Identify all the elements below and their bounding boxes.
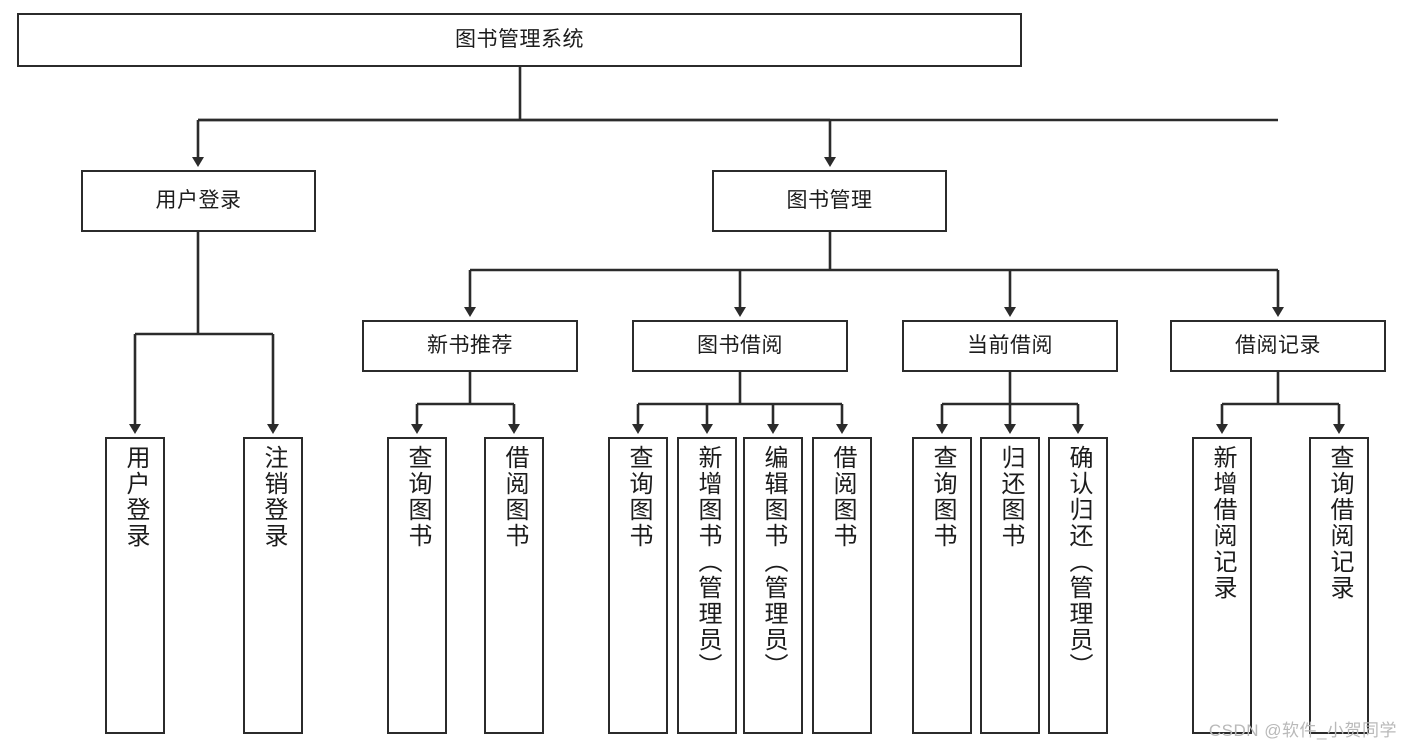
leaf-query-books-borrow[interactable]: 查询图书 (608, 437, 668, 734)
csdn-watermark: CSDN @软件_小贺同学 (1208, 721, 1397, 740)
node-label: 新书推荐 (427, 333, 513, 357)
leaf-return-books[interactable]: 归还图书 (980, 437, 1040, 734)
leaf-add-borrow-record[interactable]: 新增借阅记录 (1192, 437, 1252, 734)
leaf-query-borrow-record[interactable]: 查询借阅记录 (1309, 437, 1369, 734)
node-label: 借阅图书 (829, 445, 856, 549)
node-new-book-recommend[interactable]: 新书推荐 (362, 320, 578, 372)
leaf-user-login[interactable]: 用户登录 (105, 437, 165, 734)
node-label: 编辑图书（管理员） (760, 445, 787, 679)
node-current-borrow[interactable]: 当前借阅 (902, 320, 1118, 372)
node-label: 确认归还（管理员） (1065, 445, 1092, 679)
node-label: 图书管理 (786, 188, 873, 212)
leaf-borrow-books[interactable]: 借阅图书 (812, 437, 872, 734)
node-label: 借阅记录 (1235, 333, 1321, 357)
node-label: 用户登录 (122, 445, 149, 549)
node-label: 用户登录 (155, 188, 242, 212)
node-label: 新增图书（管理员） (694, 445, 721, 679)
node-label: 新增借阅记录 (1209, 445, 1236, 601)
node-label: 查询图书 (625, 445, 652, 549)
node-user-login[interactable]: 用户登录 (81, 170, 316, 232)
node-label: 查询借阅记录 (1326, 445, 1353, 601)
leaf-add-book-admin[interactable]: 新增图书（管理员） (677, 437, 737, 734)
leaf-query-books-recommend[interactable]: 查询图书 (387, 437, 447, 734)
node-label: 图书管理系统 (455, 27, 584, 51)
leaf-confirm-return-admin[interactable]: 确认归还（管理员） (1048, 437, 1108, 734)
leaf-user-logout[interactable]: 注销登录 (243, 437, 303, 734)
node-label: 当前借阅 (967, 333, 1053, 357)
leaf-query-books-current[interactable]: 查询图书 (912, 437, 972, 734)
node-label: 归还图书 (997, 445, 1024, 549)
node-book-borrow[interactable]: 图书借阅 (632, 320, 848, 372)
node-root-system[interactable]: 图书管理系统 (17, 13, 1022, 67)
leaf-borrow-books-recommend[interactable]: 借阅图书 (484, 437, 544, 734)
node-borrow-records[interactable]: 借阅记录 (1170, 320, 1386, 372)
leaf-edit-book-admin[interactable]: 编辑图书（管理员） (743, 437, 803, 734)
node-label: 查询图书 (404, 445, 431, 549)
node-book-management[interactable]: 图书管理 (712, 170, 947, 232)
node-label: 查询图书 (929, 445, 956, 549)
node-label: 图书借阅 (697, 333, 783, 357)
node-label: 借阅图书 (501, 445, 528, 549)
node-label: 注销登录 (260, 445, 287, 549)
